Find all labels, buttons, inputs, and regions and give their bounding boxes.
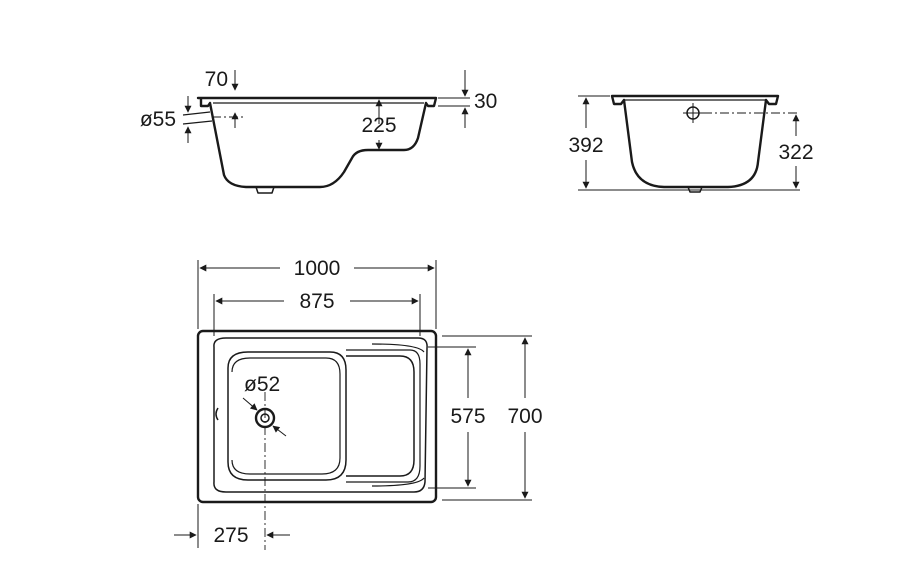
dim-top-length-1000: 1000 <box>294 257 341 280</box>
top-view-outer-rim <box>196 329 438 504</box>
top-view-well <box>227 351 347 481</box>
dim-top-drain-diameter: ø52 <box>244 373 280 396</box>
dim-top-inner-width-575: 575 <box>450 405 485 428</box>
top-view-basin <box>213 337 428 493</box>
dim-top-drain-offset-275: 275 <box>213 524 248 547</box>
side-view-profile <box>196 96 438 189</box>
dim-side-rim-30: 30 <box>474 90 497 113</box>
side-view-drain <box>255 186 275 194</box>
dim-side-overflow-diameter: ø55 <box>140 108 176 131</box>
end-view: 392 322 <box>568 94 814 193</box>
dim-top-width-700: 700 <box>507 405 542 428</box>
end-view-overflow-symbol <box>683 103 800 123</box>
top-view-seat <box>346 355 415 477</box>
side-view-overflow <box>182 111 213 125</box>
top-view-overflow-notch <box>215 407 219 421</box>
end-view-profile <box>610 94 780 189</box>
dim-end-overflow-322: 322 <box>778 141 813 164</box>
dim-side-seat-225: 225 <box>361 114 396 137</box>
side-view: 70 ø55 225 30 <box>140 68 497 194</box>
dim-top-inner-length-875: 875 <box>299 290 334 313</box>
dim-end-height-392: 392 <box>568 134 603 157</box>
dim-side-rim-70: 70 <box>205 68 228 91</box>
top-view: ø52 1000 875 575 700 275 <box>174 257 543 550</box>
